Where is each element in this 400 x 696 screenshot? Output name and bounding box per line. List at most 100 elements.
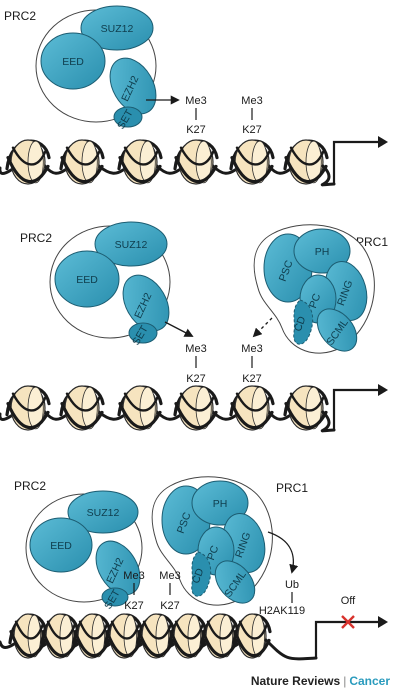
binding-arrow <box>252 317 273 338</box>
nucleosome <box>117 385 163 431</box>
promoter-arrow <box>332 136 388 184</box>
dna-strand <box>320 410 336 433</box>
ph-subunit <box>191 480 249 526</box>
nucleosome <box>229 385 275 431</box>
mark-residue: K27 <box>160 600 180 612</box>
mark-mod: Me3 <box>241 343 262 355</box>
set-domain <box>101 587 129 607</box>
suz12-subunit <box>67 490 139 534</box>
ub-mark: Ub H2AK119 <box>259 579 305 617</box>
off-label: Off <box>341 595 356 607</box>
promoter-arrow <box>332 384 388 430</box>
prc2-complex: SUZ12 EED EZH2 SET <box>25 490 143 611</box>
ph-subunit <box>293 228 351 274</box>
eed-subunit <box>29 517 93 573</box>
mark-residue: K27 <box>186 373 206 385</box>
journal-footer: Nature Reviews|Cancer <box>0 674 400 688</box>
nucleosome <box>232 613 272 659</box>
journal-section: Cancer <box>349 674 390 688</box>
cd-label: CD <box>292 314 309 333</box>
prc2-label: PRC2 <box>4 9 36 23</box>
suz12-label: SUZ12 <box>115 239 148 251</box>
eed-label: EED <box>50 540 72 552</box>
prc1-complex: PSC PH RING PC CD SCML <box>151 476 273 606</box>
set-domain <box>113 106 143 128</box>
chromatin-fiber <box>0 613 388 661</box>
mark-2: Me3 K27 <box>241 95 262 136</box>
prc2-complex: SUZ12 EED EZH2 SET <box>49 221 171 347</box>
mark-mod: Me3 <box>123 570 144 582</box>
eed-label: EED <box>62 56 84 68</box>
set-domain <box>128 322 158 344</box>
eed-subunit <box>40 32 106 90</box>
panel-3: PRC2 SUZ12 EED EZH2 SET PRC1 <box>0 476 388 661</box>
polycomb-diagram: PRC2 SUZ12 EED EZH2 SET Me3 K27 Me3 <box>0 5 388 661</box>
ub-residue: H2AK119 <box>259 605 305 617</box>
mark-residue: K27 <box>186 124 206 136</box>
eed-subunit <box>54 250 120 308</box>
suz12-label: SUZ12 <box>101 23 134 35</box>
nucleosome <box>168 613 208 659</box>
ezh2-subunit <box>122 274 170 332</box>
suz12-subunit <box>80 5 154 51</box>
mark-2: Me3 K27 <box>159 570 180 612</box>
suz12-label: SUZ12 <box>87 507 120 519</box>
mark-1: Me3 K27 <box>185 95 206 136</box>
prc1-label: PRC1 <box>356 235 388 249</box>
nucleosome <box>173 139 219 185</box>
nucleosome <box>40 613 80 659</box>
mark-residue: K27 <box>124 600 144 612</box>
methylation-arrow <box>164 321 194 337</box>
ezh2-subunit <box>109 57 157 115</box>
chromodomain <box>293 299 314 345</box>
ub-mod: Ub <box>285 579 299 591</box>
ezh2-subunit <box>95 540 141 596</box>
nucleosome <box>117 139 163 185</box>
scml-subunit <box>214 560 256 604</box>
promoter-arrow <box>314 616 388 658</box>
eed-label: EED <box>76 274 98 286</box>
chromatin-fiber <box>0 136 388 187</box>
dna-strand <box>320 164 336 187</box>
chromodomain <box>191 551 212 597</box>
prc2-label: PRC2 <box>20 231 52 245</box>
scml-subunit <box>316 308 358 352</box>
mark-mod: Me3 <box>185 343 206 355</box>
nucleosome <box>136 613 176 659</box>
suz12-subunit <box>94 221 168 267</box>
nucleosome <box>72 613 112 659</box>
mark-1: Me3 K27 <box>185 343 206 385</box>
journal-name: Nature Reviews <box>250 674 341 688</box>
nucleosome <box>104 613 144 659</box>
mark-1: Me3 K27 <box>123 570 144 612</box>
nucleosome <box>8 613 48 659</box>
footer-separator: | <box>343 674 347 688</box>
prc2-complex: SUZ12 EED EZH2 SET <box>35 5 157 131</box>
nucleosome <box>283 385 329 431</box>
ubiquitination-arrow <box>267 531 299 574</box>
ph-label: PH <box>213 498 228 510</box>
mark-residue: K27 <box>242 373 262 385</box>
pc-label: PC <box>307 292 323 310</box>
nucleosome <box>5 385 51 431</box>
mark-mod: Me3 <box>241 95 262 107</box>
nucleosome <box>200 613 240 659</box>
nucleosome <box>283 139 329 185</box>
mark-residue: K27 <box>242 124 262 136</box>
nucleosome <box>173 385 219 431</box>
mark-mod: Me3 <box>159 570 180 582</box>
nucleosome <box>59 385 105 431</box>
panel-2: PRC2 SUZ12 EED EZH2 SET PRC1 <box>0 221 388 433</box>
cd-label: CD <box>190 566 207 585</box>
mark-2: Me3 K27 <box>241 343 262 385</box>
prc2-label: PRC2 <box>14 479 46 493</box>
nucleosome <box>229 139 275 185</box>
nucleosome <box>59 139 105 185</box>
panel-1: PRC2 SUZ12 EED EZH2 SET Me3 K27 Me3 <box>0 5 388 187</box>
chromatin-fiber <box>0 384 388 433</box>
prc1-complex: PSC PH RING PC CD SCML <box>253 224 375 354</box>
ph-label: PH <box>315 246 330 258</box>
mark-mod: Me3 <box>185 95 206 107</box>
off-cross-icon <box>341 615 355 629</box>
